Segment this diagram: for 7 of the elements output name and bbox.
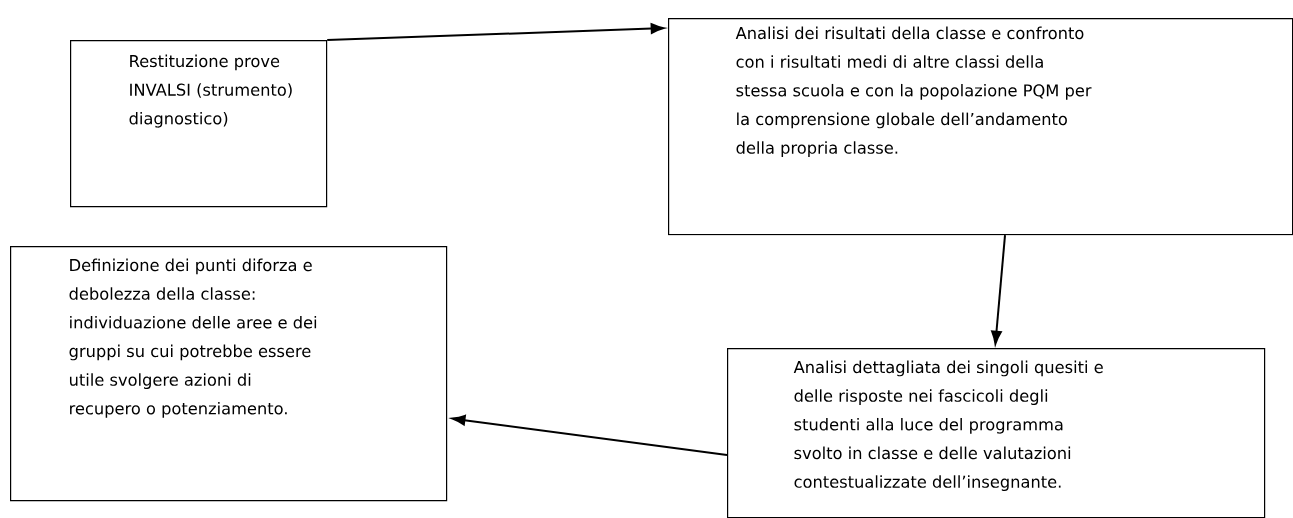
arrow <box>326 23 665 41</box>
process-box: Restituzione prove INVALSI (strumento) diagnostico) <box>70 40 328 208</box>
arrow <box>451 414 728 456</box>
process-box: Definizione dei punti diforza e debolezza della classe: individuazione delle aree e dei gruppi su cui potrebbe essere utile svolgere azioni di recupero o potenziamento. <box>10 246 448 502</box>
arrow <box>991 234 1006 345</box>
process-box: Analisi dei risultati della classe e confronto con i risultati medi di altre classi della stessa scuola e con la popolazione PQM per la comprensione globale dell’andamento della propria classe. <box>668 18 1293 236</box>
process-box: Analisi dettagliata dei singoli quesiti e delle risposte nei fascicoli degli studenti alla luce del programma svolto in classe e delle valutazioni contestualizzate dell’insegnante. <box>727 348 1266 518</box>
